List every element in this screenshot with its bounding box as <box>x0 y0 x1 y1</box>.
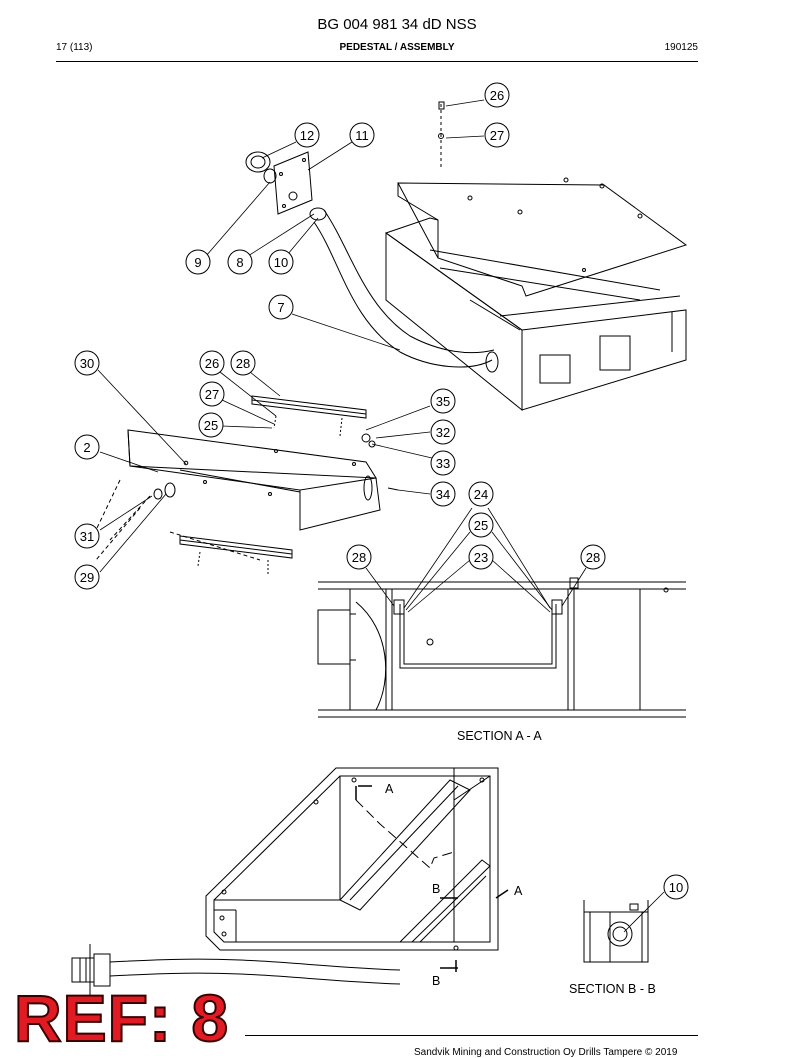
callout-2: 2 <box>74 434 100 460</box>
footer-rule <box>245 1035 698 1036</box>
callout-label: 7 <box>277 300 284 315</box>
callout-8: 8 <box>227 249 253 275</box>
callout-label: 32 <box>436 425 450 440</box>
callout-group: 26 27 12 11 9 8 10 7 30 26 28 27 35 25 3… <box>74 82 689 900</box>
callout-28: 28 <box>346 544 372 570</box>
date-code: 190125 <box>664 42 698 53</box>
callout-label: 9 <box>194 255 201 270</box>
cut-marker-a-right: A <box>514 884 523 898</box>
callout-31: 31 <box>74 523 100 549</box>
callout-label: 2 <box>83 440 90 455</box>
callout-label: 11 <box>355 128 369 143</box>
callout-label: 10 <box>274 255 288 270</box>
callout-25: 25 <box>468 512 494 538</box>
callout-32: 32 <box>430 419 456 445</box>
callout-label: 34 <box>436 487 450 502</box>
callout-label: 31 <box>80 529 94 544</box>
callout-label: 23 <box>474 550 488 565</box>
callout-label: 28 <box>236 356 250 371</box>
callout-12: 12 <box>294 122 320 148</box>
callout-25: 25 <box>198 412 224 438</box>
cut-marker-a-top: A <box>385 782 394 796</box>
callout-27: 27 <box>199 381 225 407</box>
callout-label: 30 <box>80 356 94 371</box>
callout-10: 10 <box>268 249 294 275</box>
section-aa-drawing <box>317 577 686 718</box>
callout-34: 34 <box>430 481 456 507</box>
callout-7: 7 <box>268 294 294 320</box>
callout-30: 30 <box>74 350 100 376</box>
leader-lines <box>97 99 665 933</box>
callout-29: 29 <box>74 564 100 590</box>
page-number: 17 (113) <box>56 42 93 53</box>
ref-stamp: REF: 8 <box>13 981 230 1055</box>
callout-label: 26 <box>205 356 219 371</box>
callout-label: 26 <box>490 88 504 103</box>
cut-marker-b-top: B <box>432 882 441 896</box>
callout-11: 11 <box>349 122 375 148</box>
callout-35: 35 <box>430 388 456 414</box>
section-bb-label: SECTION B - B <box>569 982 656 996</box>
callout-26: 26 <box>199 350 225 376</box>
callout-24: 24 <box>468 481 494 507</box>
callout-label: 28 <box>586 550 600 565</box>
callout-label: 27 <box>490 128 504 143</box>
callout-label: 28 <box>352 550 366 565</box>
callout-10: 10 <box>663 874 689 900</box>
document-number: BG 004 981 34 dD NSS <box>317 16 477 33</box>
callout-label: 35 <box>436 394 450 409</box>
callout-label: 25 <box>474 518 488 533</box>
page-title: PEDESTAL / ASSEMBLY <box>339 42 455 53</box>
cut-marker-b-bottom: B <box>432 974 441 988</box>
section-bb-drawing <box>583 900 649 963</box>
section-aa-label: SECTION A - A <box>457 729 542 743</box>
callout-26: 26 <box>484 82 510 108</box>
callout-label: 33 <box>436 456 450 471</box>
top-view-drawing <box>71 767 509 1000</box>
callout-28: 28 <box>230 350 256 376</box>
callout-23: 23 <box>468 544 494 570</box>
callout-label: 29 <box>80 570 94 585</box>
tray-assembly-drawing <box>95 395 399 574</box>
callout-label: 8 <box>236 255 243 270</box>
callout-label: 25 <box>204 418 218 433</box>
callout-label: 12 <box>300 128 314 143</box>
pedestal-box-drawing <box>385 101 688 412</box>
callout-27: 27 <box>484 122 510 148</box>
header-rule <box>56 61 698 62</box>
callout-label: 10 <box>669 880 683 895</box>
callout-label: 24 <box>474 487 488 502</box>
callout-9: 9 <box>185 249 211 275</box>
callout-28: 28 <box>580 544 606 570</box>
callout-33: 33 <box>430 450 456 476</box>
callout-label: 27 <box>205 387 219 402</box>
